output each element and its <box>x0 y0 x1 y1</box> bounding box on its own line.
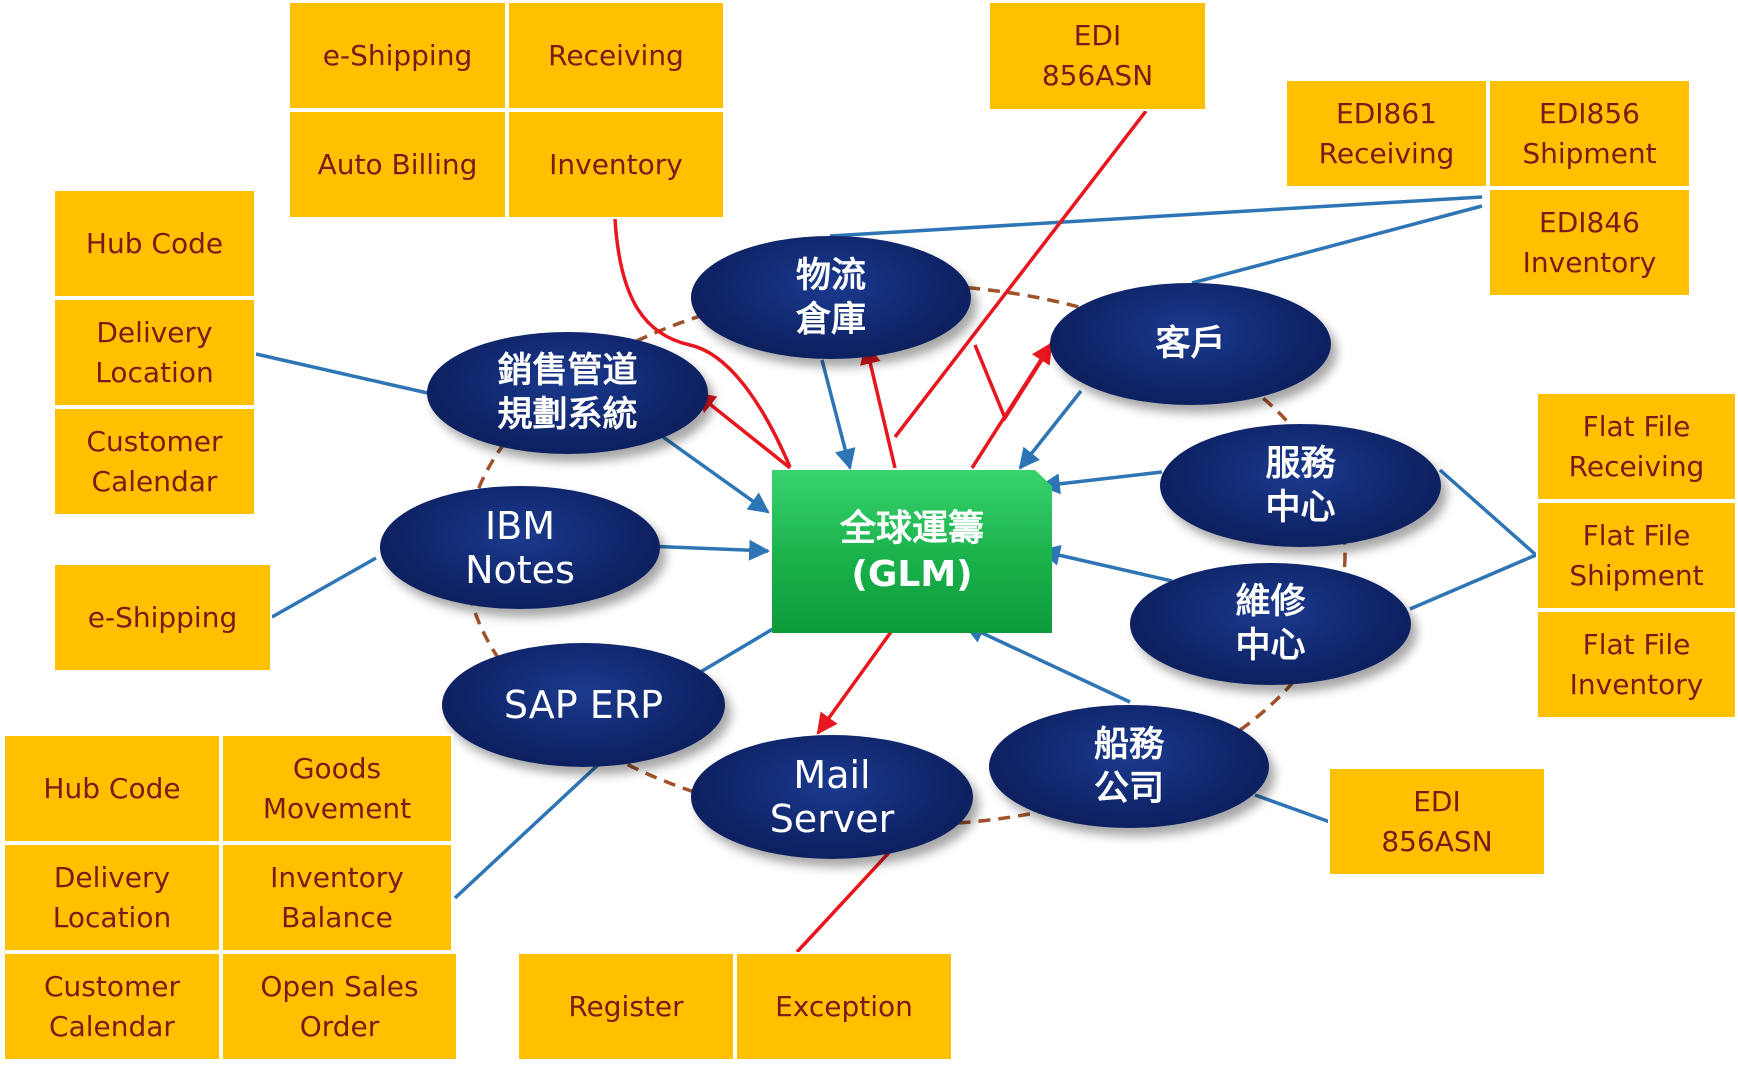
red-line-edi-856asn <box>893 109 1148 439</box>
node-repair-center: 維修 中心 <box>1130 563 1411 685</box>
arrow-repair-to-glm <box>1038 544 1173 583</box>
node-sap-erp: SAP ERP <box>442 643 725 767</box>
arrow-shipping-to-glm <box>963 623 1131 704</box>
box-left-eshipping: e-Shipping <box>53 563 272 672</box>
box-top-receiving: Receiving <box>507 1 725 110</box>
glm-center: 全球運籌 (GLM) <box>772 470 1052 633</box>
box-flat-file-inventory: Flat File Inventory <box>1536 610 1737 719</box>
node-shipping-company: 船務 公司 <box>989 705 1269 828</box>
node-warehouse: 物流 倉庫 <box>691 236 971 359</box>
arrow-sales-to-glm <box>661 435 770 514</box>
box-shipping-edi-856asn: EDI 856ASN <box>1328 767 1546 876</box>
node-customer: 客戶 <box>1050 283 1331 405</box>
box-top-inventory: Inventory <box>507 110 725 219</box>
box-sap-inventory-balance: Inventory Balance <box>221 843 453 952</box>
box-left-delivery-location: Delivery Location <box>53 298 256 407</box>
box-edi856-shipment: EDI856 Shipment <box>1488 79 1691 188</box>
red-line-top-inventory <box>613 218 792 468</box>
line-sap-boxes <box>453 761 602 900</box>
box-sap-delivery-location: Delivery Location <box>3 843 221 952</box>
red-line-mail-to-boxes <box>795 843 898 954</box>
node-ibm-notes: IBM Notes <box>380 486 660 609</box>
line-flat-to-repair <box>1409 553 1537 611</box>
line-flat-to-service <box>1438 468 1538 557</box>
box-top-autobilling: Auto Billing <box>288 110 507 219</box>
red-arrow-glm-to-mail <box>816 623 898 735</box>
arrow-customer-to-glm <box>1018 389 1083 470</box>
red-arrow-glm-to-warehouse <box>860 342 897 469</box>
node-mail-server: Mail Server <box>691 735 973 859</box>
box-sap-goods-movement: Goods Movement <box>221 734 453 843</box>
box-left-hubcode: Hub Code <box>53 189 256 298</box>
line-shipping-edi <box>1254 793 1331 824</box>
line-edi-to-warehouse <box>829 195 1483 238</box>
box-sap-open-sales-order: Open Sales Order <box>221 952 458 1061</box>
arrow-service-to-glm <box>1038 470 1163 495</box>
line-eshipping-to-notes <box>271 556 377 619</box>
node-sales-channel: 銷售管道 規劃系統 <box>427 332 708 454</box>
node-service-center: 服務 中心 <box>1160 424 1441 547</box>
box-mail-exception: Exception <box>735 952 953 1061</box>
arrow-warehouse-to-glm <box>820 359 856 471</box>
line-edi-to-customer <box>1191 204 1483 285</box>
box-flat-file-shipment: Flat File Shipment <box>1536 501 1737 610</box>
box-left-customer-calendar: Customer Calendar <box>53 407 256 516</box>
arrow-notes-to-glm <box>644 539 771 561</box>
box-top-eshipping: e-Shipping <box>288 1 507 110</box>
box-mail-register: Register <box>517 952 735 1061</box>
box-edi861-receiving: EDI861 Receiving <box>1285 79 1488 188</box>
line-left-to-sales <box>255 352 433 396</box>
box-top-edi-856asn: EDI 856ASN <box>988 1 1207 111</box>
red-line-customer-notch <box>973 344 1052 422</box>
box-edi846-inventory: EDI846 Inventory <box>1488 188 1691 297</box>
box-flat-file-receiving: Flat File Receiving <box>1536 392 1737 501</box>
red-arrow-glm-to-sales <box>694 391 792 470</box>
box-sap-customer-calendar: Customer Calendar <box>3 952 221 1061</box>
box-sap-hubcode: Hub Code <box>3 734 221 843</box>
